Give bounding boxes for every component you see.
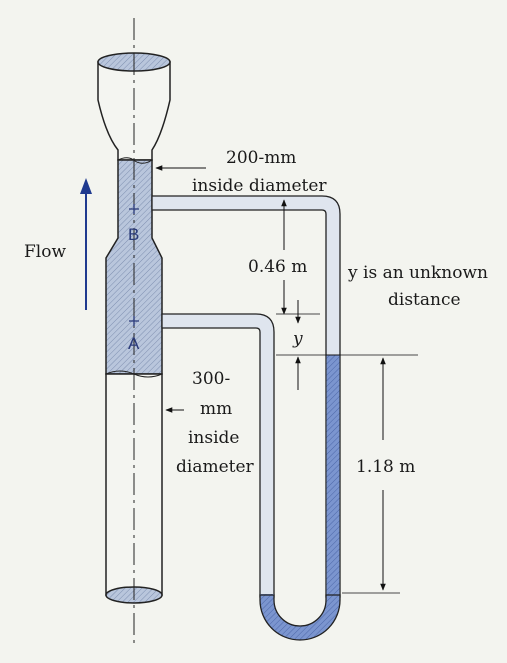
distance-118-label: 1.18 m <box>356 457 415 477</box>
flow-indicator: Flow <box>24 178 92 310</box>
y-note-line2: distance <box>388 290 461 310</box>
point-a-marker <box>129 316 139 326</box>
point-b-label: B <box>128 225 139 244</box>
bottom-diameter-line4: diameter <box>176 457 255 477</box>
dimension-y: y y is an unknown distance <box>276 263 488 390</box>
distance-046-label: 0.46 m <box>248 257 307 277</box>
point-b-marker <box>129 204 139 214</box>
u-bend <box>259 594 341 641</box>
bottom-diameter-line2: mm <box>200 399 232 419</box>
top-diameter-annotation: 200-mm inside diameter <box>155 148 327 196</box>
top-diameter-line2: inside diameter <box>192 176 327 196</box>
bottom-diameter-line1: 300- <box>192 369 230 389</box>
upper-tap-tube <box>151 195 341 598</box>
flow-arrowhead <box>80 178 92 194</box>
lower-tap-tube <box>161 313 275 598</box>
top-pipe-section <box>97 61 171 161</box>
bottom-diameter-annotation: 300- mm inside diameter <box>165 369 255 477</box>
main-pipe <box>97 18 171 648</box>
top-diameter-line1: 200-mm <box>226 148 296 168</box>
dimension-118: 1.18 m <box>342 357 415 594</box>
right-leg-manometer-fluid <box>325 354 341 598</box>
dimension-046: 0.46 m <box>248 199 320 315</box>
bottom-diameter-line3: inside <box>188 428 240 448</box>
manometer-tubes <box>151 195 341 641</box>
point-a-label: A <box>128 334 140 353</box>
flow-label: Flow <box>24 242 66 262</box>
measurement-points: B A <box>128 204 140 353</box>
y-symbol: y <box>292 329 303 349</box>
y-note-line1: y is an unknown <box>347 263 488 283</box>
